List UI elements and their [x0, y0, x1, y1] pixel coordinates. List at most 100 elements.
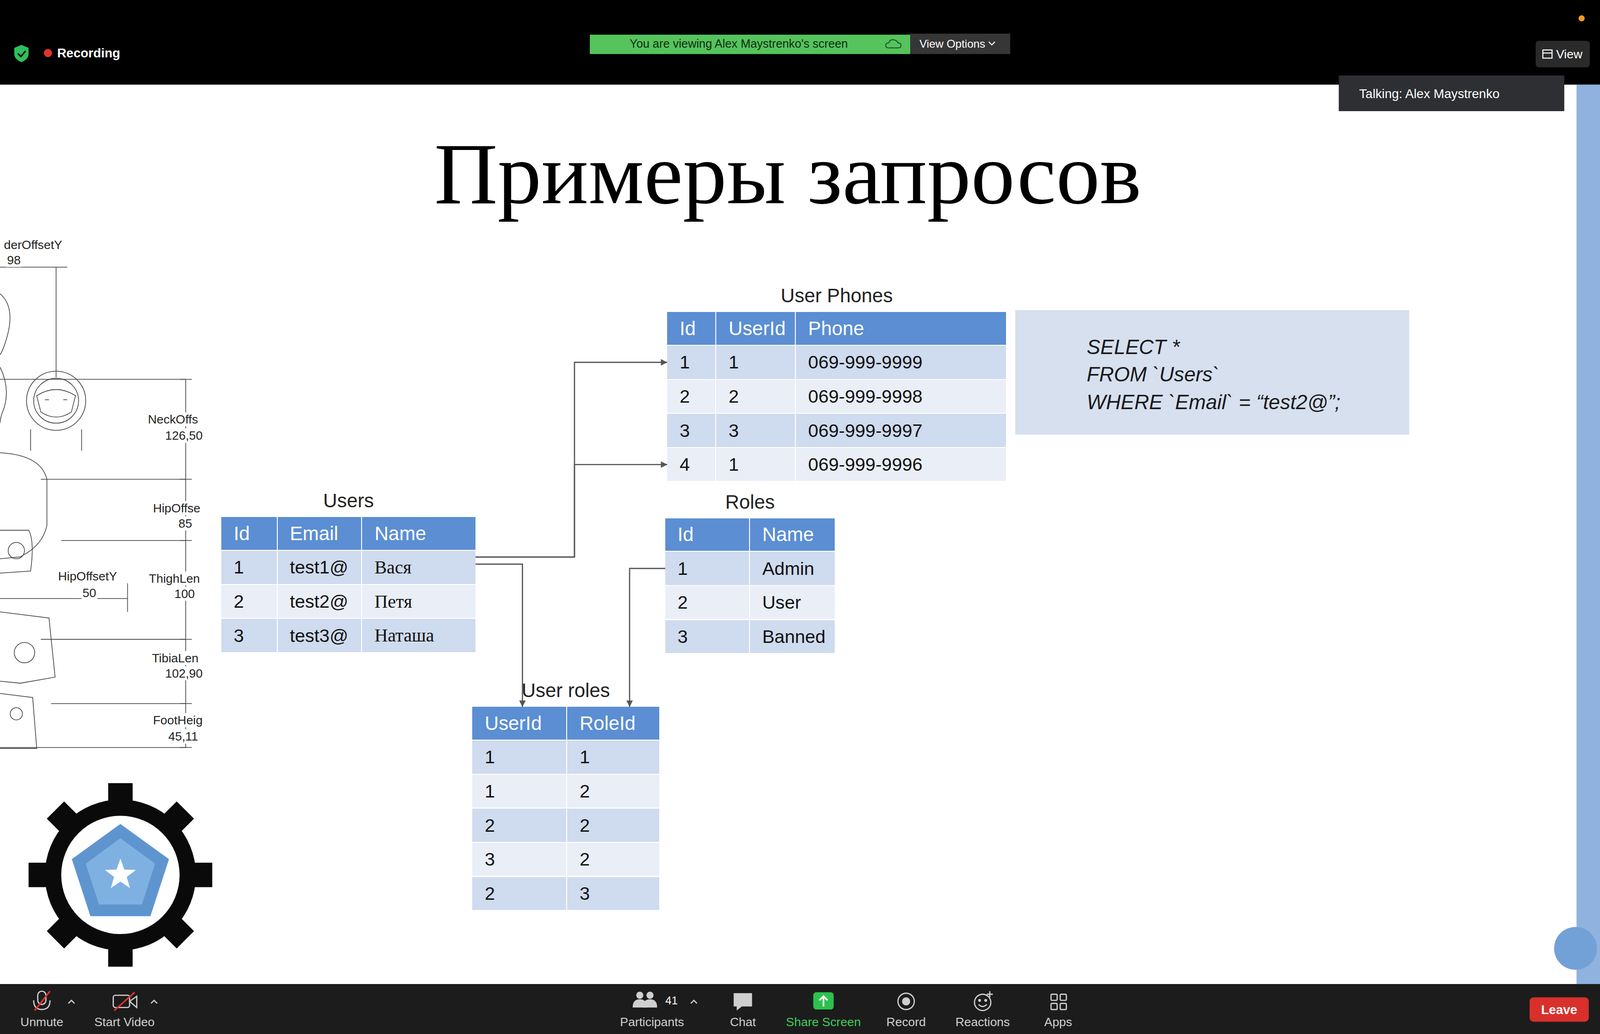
chevron [988, 41, 995, 45]
table-cell-text: 3 [679, 420, 690, 442]
table-title-wrap: User roles [472, 679, 659, 702]
table-cell: 2 [567, 808, 659, 842]
table-cell: Phone [795, 312, 1007, 345]
table-cell-text: Петя [374, 591, 413, 613]
table-row: 22069-999-9998 [667, 380, 1007, 413]
table-cell: Banned [750, 620, 835, 654]
text-label: Participants [619, 1015, 684, 1030]
table-cell-text: 1 [728, 351, 739, 373]
column-header: UserId [484, 712, 542, 735]
table-cell-text: 1 [677, 558, 688, 580]
view-button [1535, 40, 1590, 68]
label-wrap: 50 [81, 585, 97, 600]
table-cell: 3 [221, 618, 278, 652]
db-table: User rolesUserIdRoleId1112223223 [472, 706, 659, 912]
table-cell: User [750, 586, 835, 619]
table-cell: Name [362, 517, 476, 550]
table-cell-text: 069-999-9999 [808, 351, 923, 373]
table-cell-text: 2 [579, 849, 590, 870]
floating-button [1554, 927, 1598, 971]
text-label: Apps [1043, 1015, 1072, 1030]
label-wrap: 126,50 [164, 428, 204, 443]
label-wrap: 98 [6, 253, 22, 268]
text-label: Recording [56, 45, 120, 61]
table-cell-text: test2@ [289, 591, 349, 613]
table-cell-text: User [762, 592, 801, 613]
table-cell: Id [221, 517, 278, 550]
text-label: 102,90 [165, 666, 203, 681]
column-header: Id [679, 317, 696, 340]
text-label: Share Screen [786, 1015, 862, 1030]
label-wrap: View Options [919, 37, 986, 51]
table-title-wrap: Roles [665, 491, 835, 514]
table-cell: 2 [665, 586, 750, 619]
column-header: UserId [728, 317, 786, 340]
label-wrap: You are viewing Alex Maystrenko's screen [629, 37, 848, 51]
label-wrap: TibiaLen [150, 650, 200, 665]
sql-line: SELECT * [1086, 333, 1397, 362]
text-label: TibiaLen [151, 650, 199, 665]
table-cell: 1 [716, 345, 796, 379]
connector-arrow [629, 568, 666, 707]
label-wrap: 102,90 [164, 666, 204, 681]
table-row: 33069-999-9997 [667, 413, 1007, 447]
table-cell-text: Admin [762, 558, 814, 580]
text-label: FootHeig [152, 713, 203, 728]
table-row: 41069-999-9996 [667, 448, 1007, 482]
label-wrap: 41 [665, 994, 678, 1008]
record-dot [43, 49, 53, 58]
table-cell-text: 3 [728, 420, 739, 442]
table-cell-text: 1 [579, 746, 590, 768]
table-cell: 069-999-9996 [795, 448, 1007, 482]
table-cell: test1@ [277, 550, 363, 584]
table-cell-text: 2 [679, 386, 690, 407]
label-wrap: 100 [173, 587, 196, 601]
table-row: 11 [472, 740, 659, 774]
table-cell: RoleId [567, 706, 659, 740]
status-dot [1578, 15, 1585, 22]
label-wrap: Reactions [955, 1015, 1011, 1030]
table-cell-text: Вася [374, 556, 412, 579]
cloud-icon [885, 39, 901, 49]
table-row: 3 test3@ Наташа [221, 618, 476, 652]
label-wrap: Talking: Alex Maystrenko [1359, 86, 1500, 102]
label-wrap: HipOffsetY [56, 569, 118, 584]
text-label: NeckOffs [147, 412, 198, 427]
view-options-button [910, 33, 1011, 55]
table-title: User roles [521, 679, 611, 702]
table-cell: test3@ [277, 618, 363, 652]
table-cell: 3 [716, 413, 796, 447]
table-cell: Id [667, 312, 717, 345]
table-cell-text: Banned [762, 626, 826, 648]
table-title: Roles [725, 491, 775, 513]
table-cell-text: 069-999-9998 [808, 386, 923, 407]
table-title-wrap: Users [221, 489, 476, 513]
table-cell-text: 3 [579, 883, 590, 905]
connector-arrow [475, 564, 523, 708]
table-cell: 1 [667, 345, 717, 379]
text-label: 45,11 [168, 729, 198, 744]
table-row: 3Banned [665, 620, 835, 654]
table-cell: 4 [667, 448, 717, 482]
text-label: derOffsetY [4, 237, 63, 252]
db-table: RolesIdName1Admin2User3Banned [665, 518, 835, 655]
table-cell-text: 2 [579, 815, 590, 837]
table-cell-text: Наташа [374, 625, 435, 647]
text-label: HipOffse [152, 500, 200, 515]
label-wrap: 85 [177, 516, 194, 531]
text-label: HipOffsetY [57, 569, 117, 584]
table-cell-text: 2 [484, 815, 495, 837]
text-label: 85 [178, 516, 193, 531]
table-cell-text: 1 [679, 351, 690, 373]
table-cell: UserId [472, 706, 568, 740]
text-label: Talking: Alex Maystrenko [1359, 86, 1500, 101]
table-cell: 1 [221, 550, 278, 584]
db-table: User PhonesIdUserIdPhone11069-999-999922… [667, 312, 1007, 482]
bottom-bar [0, 984, 1600, 1034]
table-cell-text: test3@ [289, 625, 349, 647]
sql-line: WHERE `Email` = “test2@”; [1086, 388, 1397, 417]
label-wrap: FootHeig [151, 713, 204, 728]
table-cell-text: 1 [233, 556, 244, 578]
slide-title-wrap: Примеры запросов [434, 125, 1142, 222]
